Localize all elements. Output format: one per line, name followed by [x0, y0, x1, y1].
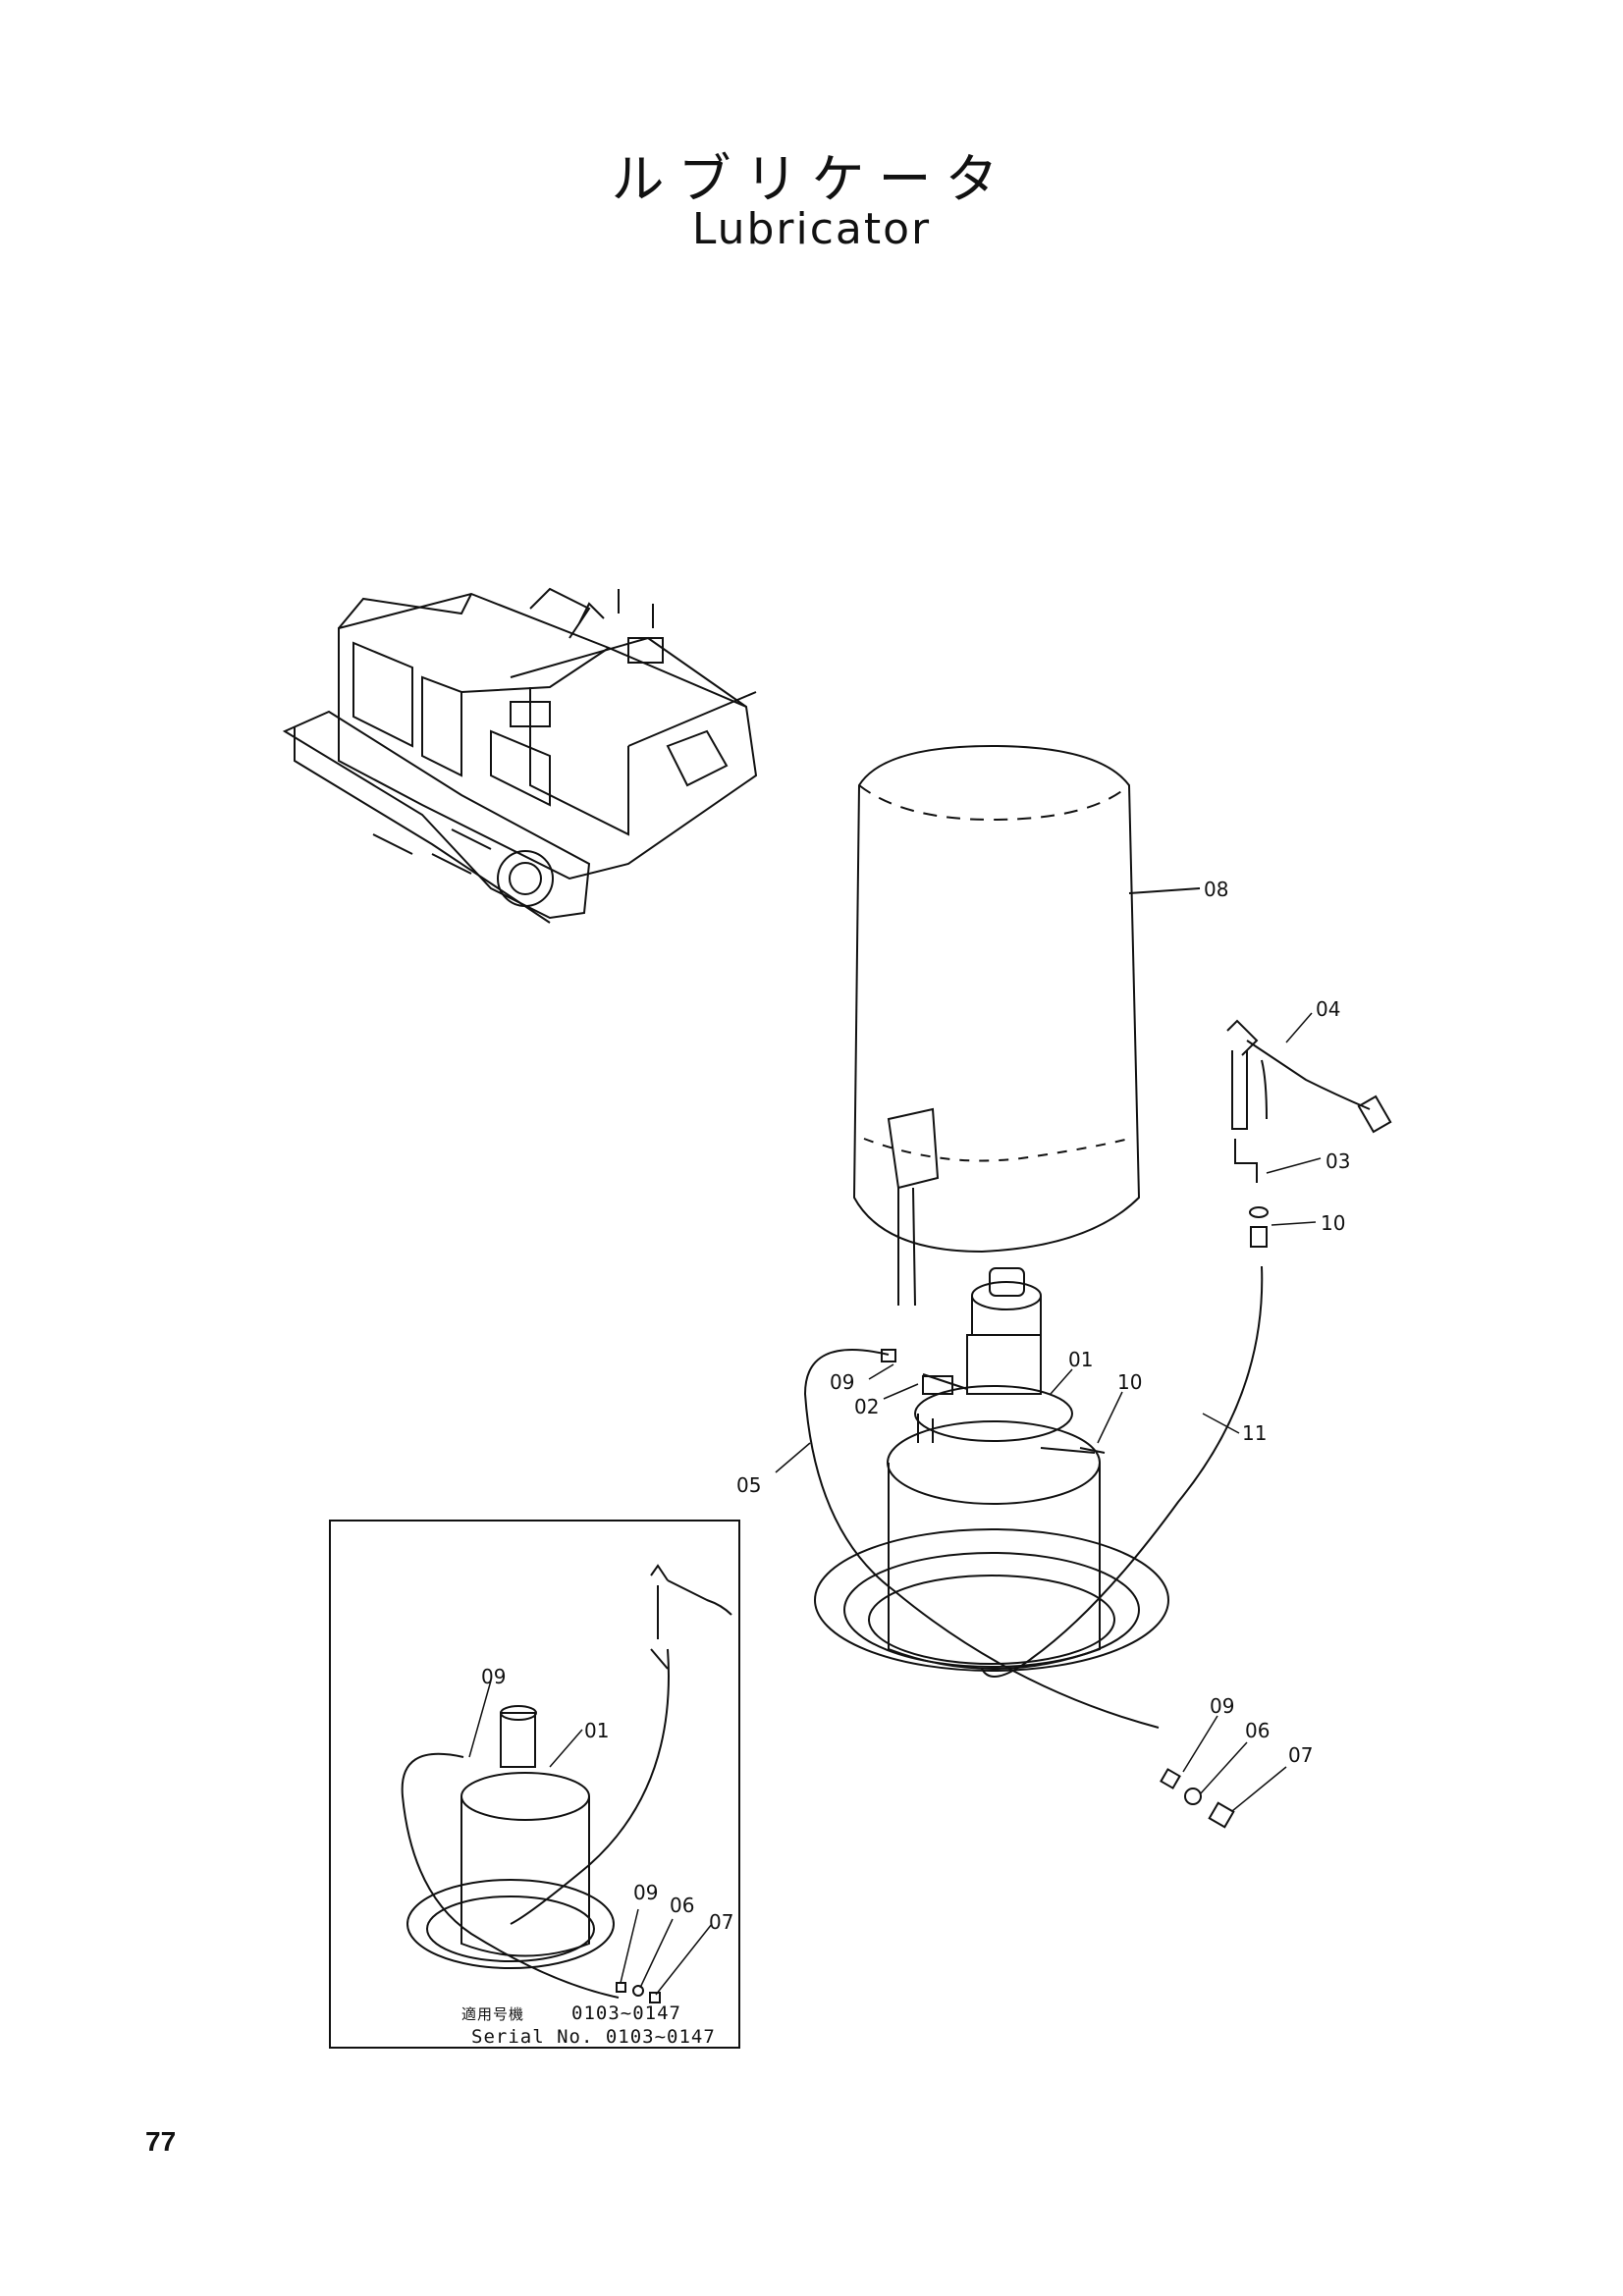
callout-05: 05 [736, 1473, 761, 1497]
inset-callout-01: 01 [584, 1719, 609, 1742]
inset-callout-06: 06 [670, 1894, 694, 1917]
callout-03: 03 [1325, 1149, 1350, 1173]
callout-labels: 08 04 03 10 01 10 09 02 11 05 09 06 07 [736, 878, 1350, 1767]
serial-number-en: Serial No. 0103~0147 [471, 2026, 716, 2048]
inset-callout-labels: 09 01 09 06 07 [481, 1665, 733, 1934]
callout-08: 08 [1204, 878, 1228, 901]
inset-callout-07: 07 [709, 1910, 733, 1934]
inset-drawing [401, 1564, 732, 2003]
callout-11: 11 [1242, 1421, 1267, 1445]
loose-fittings-drawing [1160, 1768, 1235, 1829]
leader-lines [775, 1012, 1322, 1812]
callout-10-top: 10 [1321, 1211, 1345, 1235]
callout-07: 07 [1288, 1743, 1313, 1767]
inset-callout-09-bottom: 09 [633, 1881, 658, 1904]
cover-bag-drawing [852, 744, 1201, 1307]
grease-gun-drawing [1226, 1019, 1392, 1248]
excavator-illustration [282, 587, 758, 924]
callout-02: 02 [854, 1395, 879, 1418]
callout-09-lower: 09 [1210, 1694, 1234, 1718]
page-title-english: Lubricator [691, 204, 932, 254]
page-number: 77 [145, 2126, 177, 2157]
serial-jp-label: 適用号機 [461, 2005, 525, 2023]
inset-frame [329, 1520, 740, 2049]
callout-04: 04 [1316, 997, 1340, 1021]
callout-09: 09 [830, 1370, 854, 1394]
callout-06: 06 [1245, 1719, 1270, 1742]
serial-jp-range: 0103~0147 [571, 2002, 681, 2024]
lubricator-pump-drawing [803, 1265, 1264, 1729]
serial-applicability-jp: 適用号機 0103~0147 [461, 2002, 681, 2024]
page-title-japanese: ルブリケータ [611, 148, 1012, 210]
inset-callout-09-top: 09 [481, 1665, 506, 1688]
callout-01: 01 [1068, 1348, 1093, 1371]
callout-10-right: 10 [1117, 1370, 1142, 1394]
